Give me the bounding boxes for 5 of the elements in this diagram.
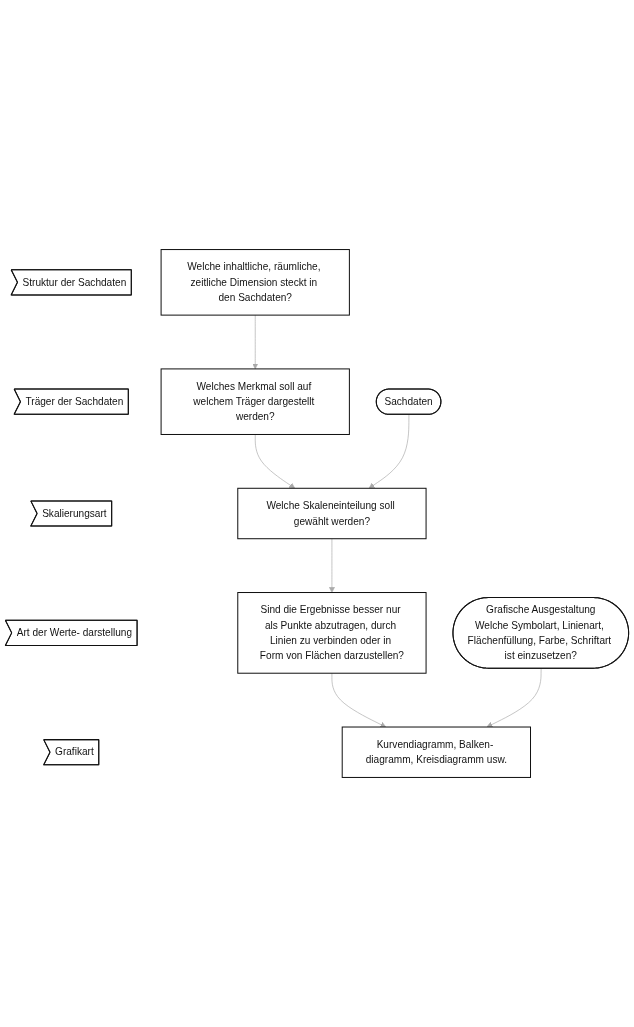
node-box: Sind die Ergebnisse besser nur als Punkte abzutragen, durch Linien zu verbinden oder in Form von Flächen darzustellen? bbox=[237, 592, 427, 674]
node-box: Welches Merkmal soll auf welchem Träger dargestellt werden? bbox=[160, 368, 350, 435]
node-box: Welche inhaltliche, räumliche, zeitliche Dimension steckt in den Sachdaten? bbox=[160, 249, 350, 316]
node-box: Welche Skaleneinteilung soll gewählt werden? bbox=[237, 487, 427, 540]
node-box: Kurvendiagramm, Balken- diagramm, Kreisdiagramm usw. bbox=[341, 726, 531, 778]
